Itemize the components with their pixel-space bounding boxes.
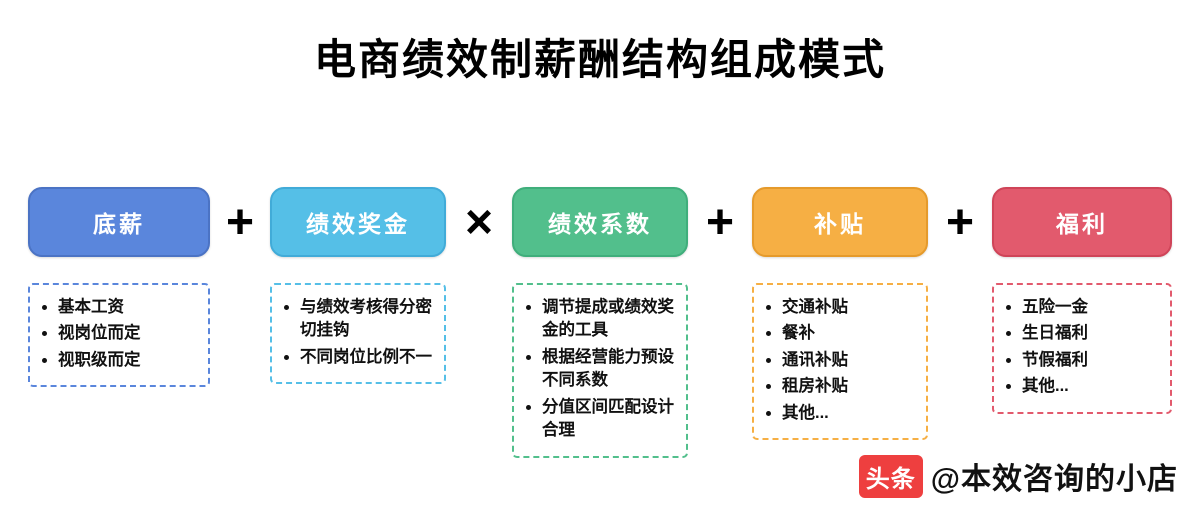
detail-item: 与绩效考核得分密切挂钩 — [300, 296, 440, 343]
node-performance-bonus-detail-box: 与绩效考核得分密切挂钩 不同岗位比例不一 — [270, 283, 446, 385]
detail-item: 调节提成或绩效奖金的工具 — [542, 296, 682, 343]
detail-list: 五险一金 生日福利 节假福利 其他... — [996, 296, 1166, 399]
node-base-salary: 底薪 基本工资 视岗位而定 视职级而定 — [28, 187, 210, 388]
detail-item: 五险一金 — [1022, 296, 1166, 319]
node-performance-coefficient: 绩效系数 调节提成或绩效奖金的工具 根据经营能力预设不同系数 分值区间匹配设计合… — [512, 187, 688, 458]
detail-item: 通讯补贴 — [782, 349, 922, 372]
node-welfare-detail-box: 五险一金 生日福利 节假福利 其他... — [992, 283, 1172, 414]
node-performance-bonus-box: 绩效奖金 — [270, 187, 446, 257]
node-performance-bonus: 绩效奖金 与绩效考核得分密切挂钩 不同岗位比例不一 — [270, 187, 446, 385]
detail-item: 视岗位而定 — [58, 322, 204, 345]
detail-item: 视职级而定 — [58, 349, 204, 372]
node-welfare-label: 福利 — [1056, 211, 1108, 237]
watermark: 头条 @本效咨询的小店 — [858, 454, 1178, 498]
node-performance-coefficient-detail-box: 调节提成或绩效奖金的工具 根据经营能力预设不同系数 分值区间匹配设计合理 — [512, 283, 688, 458]
operator-plus-1: + — [225, 195, 255, 249]
node-base-salary-detail-box: 基本工资 视岗位而定 视职级而定 — [28, 283, 210, 388]
detail-list: 调节提成或绩效奖金的工具 根据经营能力预设不同系数 分值区间匹配设计合理 — [516, 296, 682, 443]
node-welfare-box: 福利 — [992, 187, 1172, 257]
node-performance-bonus-label: 绩效奖金 — [306, 211, 410, 237]
node-base-salary-label: 底薪 — [93, 211, 145, 237]
detail-item: 其他... — [1022, 375, 1166, 398]
detail-item: 交通补贴 — [782, 296, 922, 319]
detail-item: 不同岗位比例不一 — [300, 346, 440, 369]
watermark-handle: @本效咨询的小店 — [930, 463, 1178, 496]
operator-plus-3: + — [945, 195, 975, 249]
detail-item: 分值区间匹配设计合理 — [542, 396, 682, 443]
salary-structure-diagram: 底薪 基本工资 视岗位而定 视职级而定 + 绩效奖金 与绩效考核得分密切挂钩 不… — [0, 187, 1200, 458]
node-welfare: 福利 五险一金 生日福利 节假福利 其他... — [992, 187, 1172, 414]
detail-item: 餐补 — [782, 322, 922, 345]
operator-multiply: × — [464, 195, 494, 249]
page-title: 电商绩效制薪酬结构组成模式 — [313, 36, 886, 83]
node-subsidy: 补贴 交通补贴 餐补 通讯补贴 租房补贴 其他... — [752, 187, 928, 441]
node-subsidy-box: 补贴 — [752, 187, 928, 257]
detail-item: 基本工资 — [58, 296, 204, 319]
detail-item: 生日福利 — [1022, 322, 1166, 345]
detail-item: 节假福利 — [1022, 349, 1166, 372]
detail-item: 根据经营能力预设不同系数 — [542, 346, 682, 393]
node-performance-coefficient-box: 绩效系数 — [512, 187, 688, 257]
node-base-salary-box: 底薪 — [28, 187, 210, 257]
node-subsidy-detail-box: 交通补贴 餐补 通讯补贴 租房补贴 其他... — [752, 283, 928, 441]
detail-list: 交通补贴 餐补 通讯补贴 租房补贴 其他... — [756, 296, 922, 425]
operator-plus-2: + — [705, 195, 735, 249]
detail-item: 其他... — [782, 402, 922, 425]
node-performance-coefficient-label: 绩效系数 — [548, 211, 652, 237]
detail-item: 租房补贴 — [782, 375, 922, 398]
node-subsidy-label: 补贴 — [814, 211, 866, 237]
toutiao-badge: 头条 — [858, 454, 923, 498]
detail-list: 与绩效考核得分密切挂钩 不同岗位比例不一 — [274, 296, 440, 369]
detail-list: 基本工资 视岗位而定 视职级而定 — [32, 296, 204, 372]
